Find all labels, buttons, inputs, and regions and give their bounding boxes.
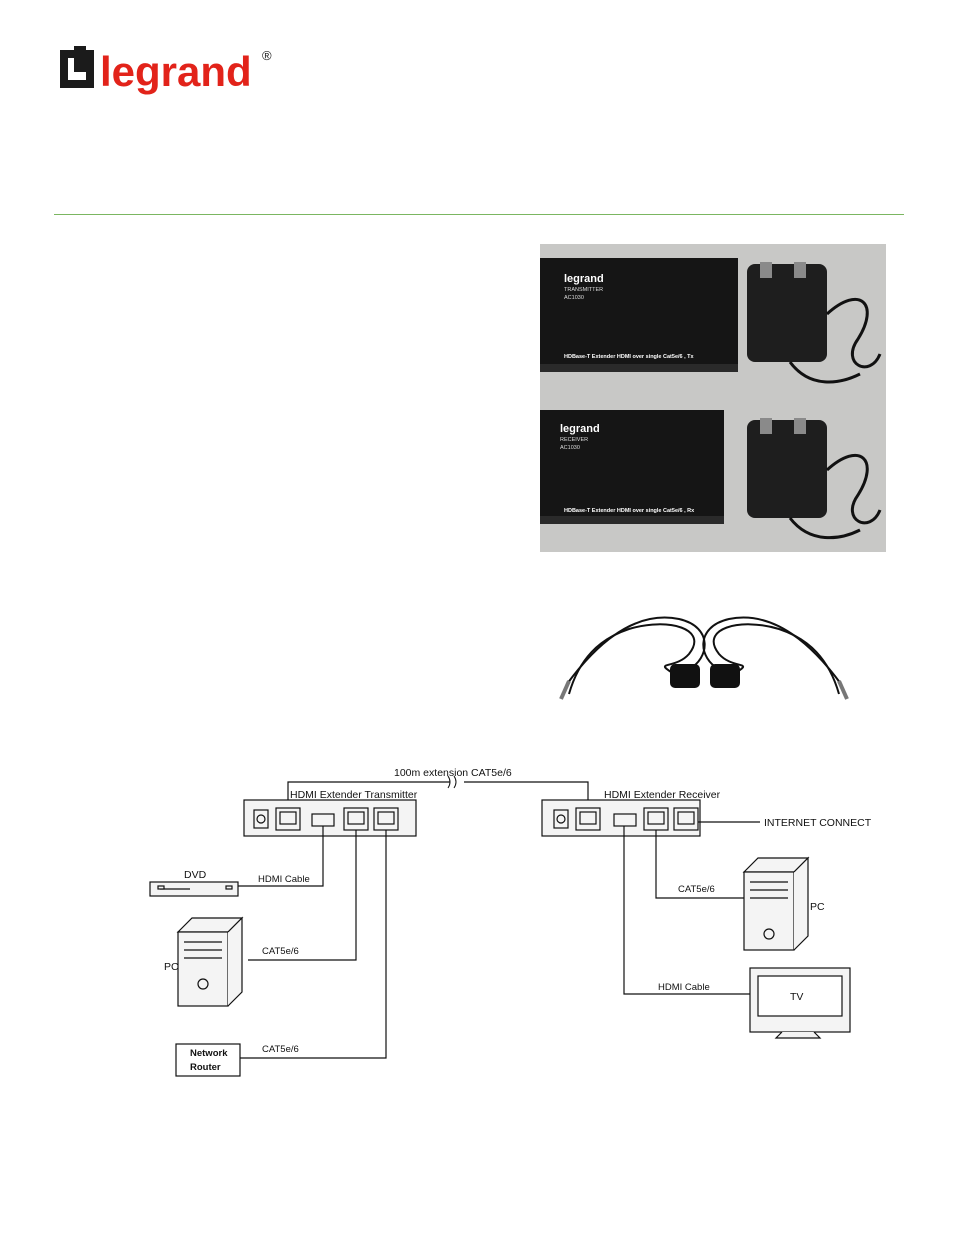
transmitter-label: HDMI Extender Transmitter (290, 789, 418, 801)
tx-brand: legrand (564, 273, 604, 285)
connection-diagram: 100m extension CAT5e/6 HDMI Extender Tra… (149, 767, 872, 1077)
cat-pc-rx-label: CAT5e/6 (678, 884, 715, 895)
product-photo-ir-cables (539, 599, 869, 703)
rx-model-line2: AC1030 (560, 445, 580, 451)
extension-label: 100m extension CAT5e/6 (394, 767, 512, 779)
dvd-label: DVD (184, 869, 207, 881)
dvd-player-icon (149, 881, 239, 897)
pc-tower-icon (742, 856, 810, 951)
internet-label: INTERNET CONNECT (764, 817, 872, 829)
hdmi-cable-tx-label: HDMI Cable (258, 874, 310, 885)
rx-brand: legrand (560, 423, 600, 435)
ir-cable-icon (559, 616, 706, 700)
hdmi-cable-rx-label: HDMI Cable (658, 982, 710, 993)
cat-router-label: CAT5e/6 (262, 1044, 299, 1055)
router-label-line2: Router (190, 1062, 221, 1073)
logo-wordmark: legrand (100, 48, 252, 95)
registered-mark: ® (262, 48, 272, 63)
rx-model-line1: RECEIVER (560, 437, 588, 443)
legrand-logo: legrand ® (60, 46, 272, 95)
power-adapter-icon (747, 262, 882, 384)
tx-footer: HDBase-T Extender HDMI over single Cat5e… (564, 354, 695, 360)
transmitter-unit: legrand TRANSMITTER AC1030 HDBase-T Exte… (540, 258, 738, 372)
tv-icon (749, 967, 851, 1039)
receiver-unit: legrand RECEIVER AC1030 HDBase-T Extende… (540, 410, 724, 524)
cat-pc-tx-label: CAT5e/6 (262, 946, 299, 957)
pc-tx-label: PC (164, 961, 179, 973)
pc-rx-label: PC (810, 901, 825, 913)
section-divider (54, 214, 904, 215)
receiver-label: HDMI Extender Receiver (604, 789, 721, 801)
rx-footer: HDBase-T Extender HDMI over single Cat5e… (564, 508, 695, 514)
tx-model-line2: AC1030 (564, 295, 584, 301)
tx-model-line1: TRANSMITTER (564, 287, 603, 293)
network-router-box (175, 1043, 241, 1077)
pc-tower-icon (176, 916, 244, 1007)
product-photo-devices: legrand TRANSMITTER AC1030 HDBase-T Exte… (540, 244, 886, 552)
ir-cable-icon (702, 616, 849, 700)
legrand-mark-icon (60, 46, 94, 88)
tv-label: TV (790, 991, 803, 1003)
router-label-line1: Network (190, 1048, 228, 1059)
power-adapter-icon (747, 418, 882, 540)
